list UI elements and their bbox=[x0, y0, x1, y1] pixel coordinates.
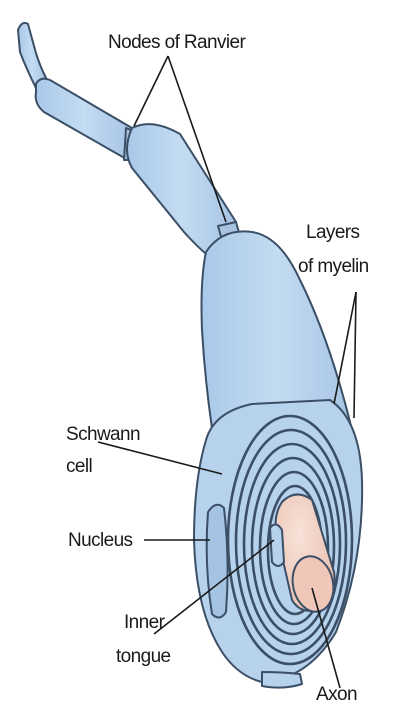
label-nodes-of-ranvier: Nodes of Ranvier bbox=[108, 32, 246, 53]
label-inner-tongue-line1: Inner bbox=[124, 612, 166, 633]
label-layers-of-myelin-line2: of myelin bbox=[298, 256, 369, 277]
nucleus bbox=[207, 505, 228, 618]
myelin-segment-1 bbox=[36, 79, 132, 160]
label-schwann-cell-line2: cell bbox=[66, 456, 92, 477]
outer-tongue bbox=[262, 672, 302, 688]
label-nucleus: Nucleus bbox=[68, 530, 133, 551]
label-layers-of-myelin-line1: Layers bbox=[306, 222, 360, 243]
inner-tongue bbox=[270, 524, 284, 566]
label-axon: Axon bbox=[316, 684, 357, 705]
label-schwann-cell-line1: Schwann bbox=[66, 424, 140, 445]
label-inner-tongue-line2: tongue bbox=[116, 646, 171, 667]
